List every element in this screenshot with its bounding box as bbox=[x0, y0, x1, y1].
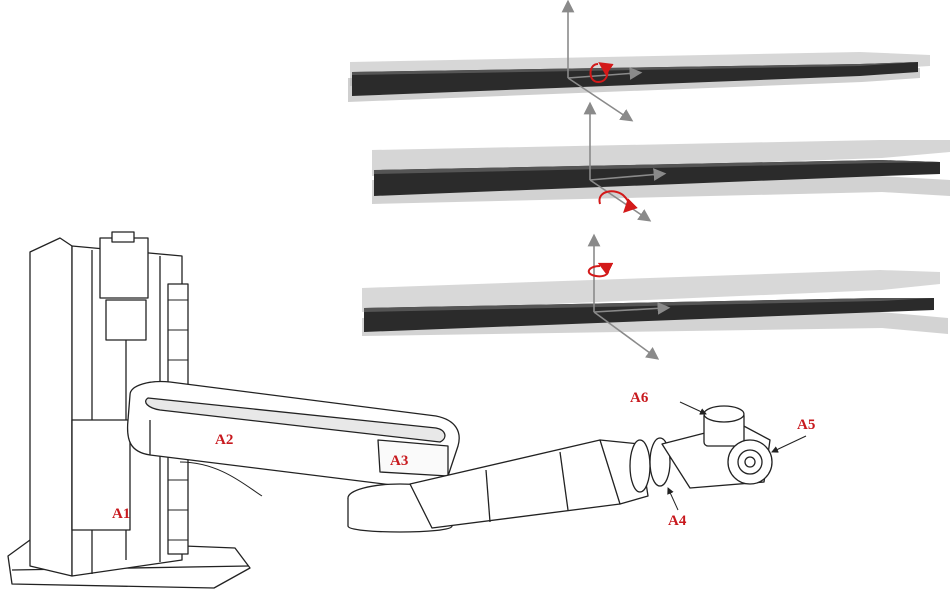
joint-label-a1: A1 bbox=[112, 506, 131, 522]
blade-view-yaw bbox=[362, 233, 948, 360]
blade-view-pitch bbox=[372, 101, 950, 222]
blade-view-roll bbox=[348, 0, 930, 122]
joint-label-a2: A2 bbox=[215, 432, 234, 448]
blade-top-face bbox=[364, 298, 934, 312]
robot-drawing bbox=[7, 231, 807, 589]
blade-top-face bbox=[374, 160, 940, 174]
rotation-arrow-icon bbox=[598, 190, 638, 213]
wrist-head bbox=[661, 405, 773, 489]
blade-ghost bbox=[362, 270, 940, 312]
x-axis-arrow bbox=[593, 301, 671, 315]
vertical-column bbox=[29, 231, 189, 577]
y-axis-arrow bbox=[593, 311, 660, 360]
x-axis-arrow bbox=[589, 168, 667, 181]
rotation-arrow-icon bbox=[587, 262, 614, 278]
joint-label-a6: A6 bbox=[630, 390, 649, 406]
joint-label-a4: A4 bbox=[668, 513, 687, 529]
rotation-arrow-icon bbox=[589, 62, 614, 84]
arm-link-2 bbox=[409, 437, 671, 529]
joint-label-a3: A3 bbox=[390, 453, 409, 469]
y-axis-arrow bbox=[567, 77, 634, 122]
joint-label-a5: A5 bbox=[797, 417, 816, 433]
arm-link-1 bbox=[126, 380, 460, 489]
blade-ghost bbox=[372, 140, 950, 176]
